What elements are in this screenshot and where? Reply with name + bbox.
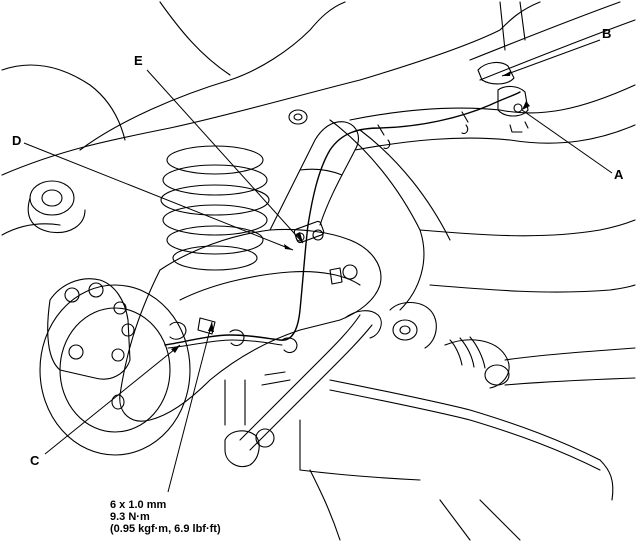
callout-b: B: [602, 26, 612, 41]
leader-line-c: [44, 344, 181, 455]
body-panel-curve: [159, 1, 231, 76]
cable-bracket: [477, 61, 515, 85]
callout-d: D: [12, 133, 22, 148]
drive-shaft-boot: [449, 336, 486, 369]
torque-alt-units: (0.95 kgf·m, 6.9 lbf·ft): [110, 523, 221, 535]
leader-line-a: [521, 109, 613, 174]
trailing-arm: [119, 228, 382, 422]
bolt-size: 6 x 1.0 mm: [110, 499, 167, 511]
leader-line-bolt: [167, 321, 213, 493]
callout-e: E: [134, 53, 143, 68]
leader-line-b: [501, 39, 601, 77]
body-panel-inner: [79, 1, 346, 151]
subframe-beam: [349, 84, 636, 121]
torque-spec: 6 x 1.0 mm 9.3 N·m (0.95 kgf·m, 6.9 lbf·…: [110, 499, 221, 535]
subframe-body: [329, 119, 451, 311]
callout-c: C: [30, 453, 40, 468]
leader-line-d: [23, 142, 294, 251]
brake-caliper: [47, 278, 131, 380]
leader-line-e: [146, 69, 304, 244]
brake-disc: [39, 284, 191, 456]
frame-rail-right: [469, 1, 636, 81]
torque-value: 9.3 N·m: [110, 511, 150, 523]
wheel-arch: [1, 64, 126, 141]
upper-arm: [269, 121, 359, 231]
body-panel-outline: [1, 1, 541, 176]
coil-spring: [160, 145, 270, 271]
lower-link: [239, 314, 361, 441]
callout-a: A: [614, 167, 624, 182]
bushing-left: [29, 180, 75, 216]
